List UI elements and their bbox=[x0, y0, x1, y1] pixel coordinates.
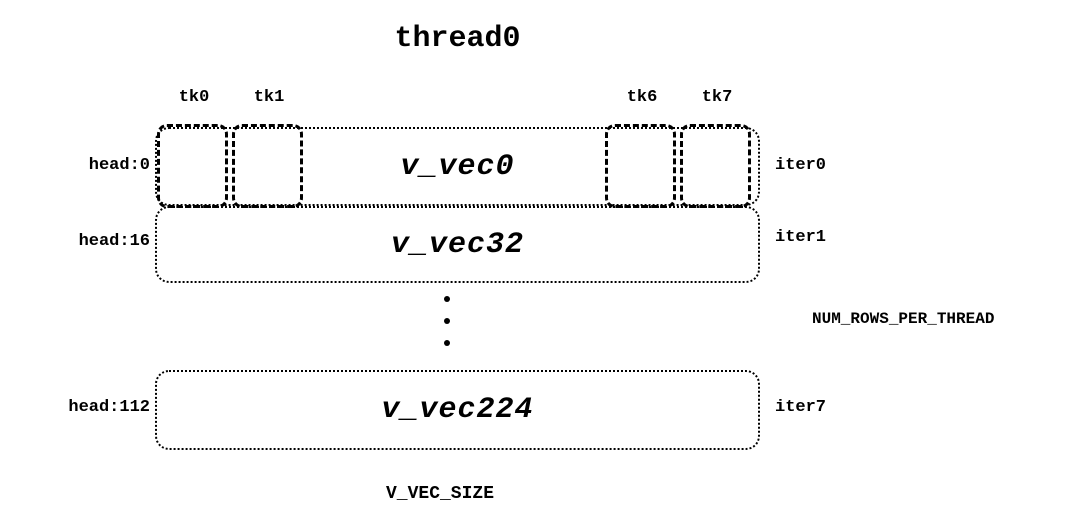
tk6-box bbox=[605, 124, 676, 208]
v-vec0-label: v_vec0 bbox=[400, 149, 515, 184]
vertical-ellipsis bbox=[444, 296, 450, 346]
v-vec-size-label: V_VEC_SIZE bbox=[385, 484, 495, 504]
ellipsis-dot bbox=[444, 296, 450, 302]
tk7-label: tk7 bbox=[701, 88, 733, 107]
tk6-label: tk6 bbox=[626, 88, 658, 107]
v-vec224-label: v_vec224 bbox=[381, 393, 534, 427]
tk1-box bbox=[232, 124, 303, 208]
tk7-box bbox=[680, 124, 751, 208]
ellipsis-dot bbox=[444, 340, 450, 346]
head-label-row2: head:112 bbox=[68, 398, 150, 417]
v-vec224-box: v_vec224 bbox=[155, 370, 760, 450]
head-label-row1: head:16 bbox=[78, 232, 150, 251]
ellipsis-dot bbox=[444, 318, 450, 324]
v-vec32-box: v_vec32 bbox=[155, 206, 760, 283]
tk0-label: tk0 bbox=[178, 88, 210, 107]
v-vec0-box: v_vec0 bbox=[155, 127, 760, 206]
head-label-row0: head:0 bbox=[88, 156, 150, 175]
iter-label-row0: iter0 bbox=[775, 156, 827, 175]
iter-label-row1: iter1 bbox=[775, 228, 827, 247]
v-vec32-label: v_vec32 bbox=[390, 227, 525, 262]
tk1-label: tk1 bbox=[253, 88, 285, 107]
iter-label-row2: iter7 bbox=[775, 398, 827, 417]
num-rows-per-thread-label: NUM_ROWS_PER_THREAD bbox=[812, 310, 995, 328]
diagram-title: thread0 bbox=[394, 22, 521, 56]
tk0-box bbox=[157, 124, 228, 208]
